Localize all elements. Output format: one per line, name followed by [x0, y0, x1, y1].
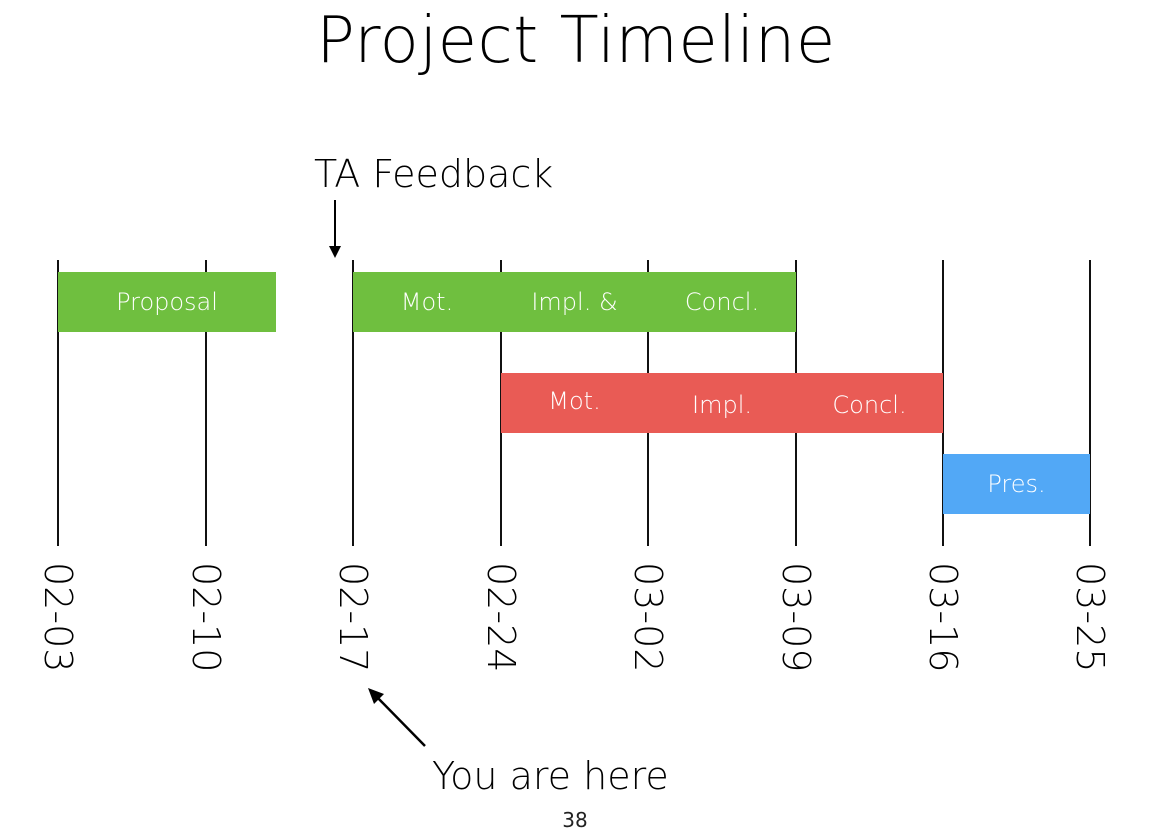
gridline-02-17 [352, 260, 354, 546]
page-title: Project Timeline [316, 4, 836, 78]
bar-label-red-concl: Concl. [832, 391, 907, 419]
bar-label-green-concl: Concl. [684, 288, 760, 316]
you-are-here-label: You are here [432, 754, 669, 798]
bar-proposal: Proposal [58, 272, 276, 332]
bar-label-red-impl: Impl. [692, 391, 752, 419]
you-are-here-arrow [368, 688, 426, 747]
bar-label-proposal: Proposal [116, 288, 218, 316]
bar-red: Mot. Impl. Concl. [501, 373, 943, 433]
slide-number: 38 [562, 808, 588, 832]
bar-label-green-impl: Impl. & [531, 288, 618, 316]
bar-pres: Pres. [943, 454, 1090, 514]
bar-label-green-mot: Mot. [400, 288, 454, 316]
gridline-03-25 [1089, 260, 1091, 546]
ta-feedback-label: TA Feedback [314, 152, 554, 196]
bar-green-mot: Mot. Impl. & Concl. [353, 272, 796, 332]
ta-feedback-arrow [329, 200, 341, 258]
bar-label-pres: Pres. [987, 470, 1046, 498]
gridline-02-03 [57, 260, 59, 546]
bar-label-red-mot: Mot. [548, 387, 601, 415]
gridline-03-16 [942, 260, 944, 546]
gridline-02-10 [205, 260, 207, 546]
